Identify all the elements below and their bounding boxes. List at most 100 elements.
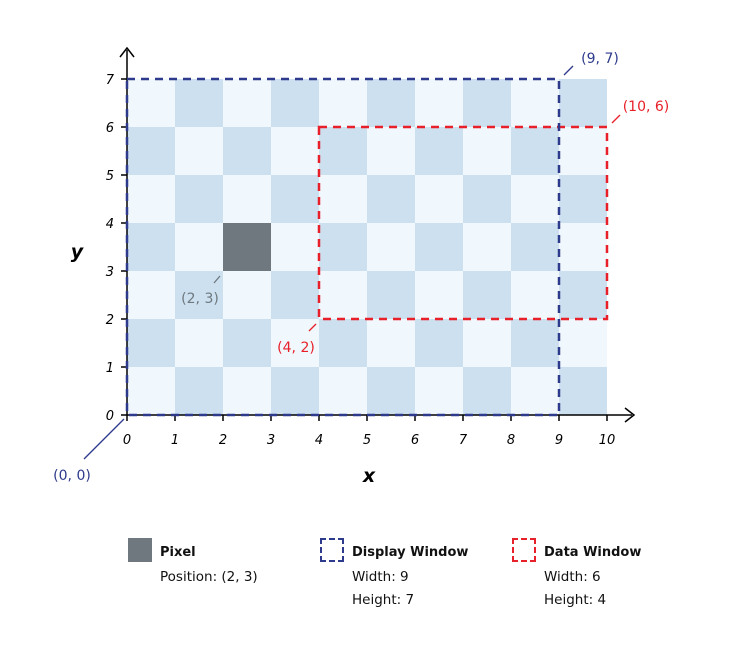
grid-cell [511,367,559,415]
grid-cell [175,271,223,319]
grid-cell [463,271,511,319]
grid-cell [319,127,367,175]
grid-cell [511,127,559,175]
y-tick-label: 6 [106,121,114,136]
grid-cell [271,127,319,175]
grid-cell [271,367,319,415]
grid-cell [223,127,271,175]
legend-display-window-height: Height: 7 [352,592,415,608]
grid-cell [127,319,175,367]
grid-cell [415,271,463,319]
grid-cell [223,175,271,223]
y-tick-label: 2 [106,313,114,328]
grid-cell [271,175,319,223]
display-window-rect [125,77,561,417]
grid-cell [127,127,175,175]
grid-cell [415,175,463,223]
grid-cell [415,223,463,271]
grid-cell [559,223,607,271]
grid-cell [127,367,175,415]
pixel-label: (2, 3) [181,291,219,307]
y-tick-label: 7 [106,73,115,88]
y-tick-label: 4 [106,217,114,232]
grid-cell [463,79,511,127]
grid-cell [511,223,559,271]
grid-cell [367,367,415,415]
grid-cell [559,367,607,415]
x-tick-label: 7 [459,433,468,448]
grid-cell [319,271,367,319]
data-min-label: (4, 2) [277,340,315,356]
legend-pixel-position: Position: (2, 3) [160,569,258,585]
grid-cell [415,127,463,175]
y-tick-label: 1 [106,361,114,376]
grid-cell [127,271,175,319]
grid-cell [415,319,463,367]
grid-cell [367,223,415,271]
grid-cell [415,79,463,127]
pixel-swatch [128,538,152,562]
grid-cell [319,367,367,415]
x-axis-arrow-icon [624,407,636,423]
legend-data-window-title: Data Window [544,545,642,560]
grid-cell [463,367,511,415]
y-tick-label: 0 [106,409,114,424]
x-tick-label: 1 [171,433,179,448]
legend-display-window-width: Width: 9 [352,569,409,585]
grid-cell [463,223,511,271]
display-max-leader [563,65,574,76]
grid-cell [559,175,607,223]
x-tick-label: 10 [599,433,616,448]
grid-cell [511,79,559,127]
grid-cell [175,127,223,175]
grid-cell [367,175,415,223]
grid-cell [511,271,559,319]
grid-cell [511,319,559,367]
grid-cell [367,79,415,127]
data-max-leader [611,114,621,124]
grid-cell [175,79,223,127]
grid-cell [127,79,175,127]
grid-cell [559,271,607,319]
x-tick-label: 4 [315,433,323,448]
grid-cell [271,79,319,127]
grid-cell [319,79,367,127]
legend-data-window-height: Height: 4 [544,592,607,608]
y-axis-arrow-icon [119,46,135,58]
x-tick-label: 9 [555,433,563,448]
grid-cell [223,79,271,127]
legend-display-window-title: Display Window [352,545,469,560]
legend-data-window-width: Width: 6 [544,569,601,585]
pixel-leader [213,275,221,284]
legend-pixel-title: Pixel [160,545,196,560]
data-window-swatch [512,538,536,562]
grid-cell [175,319,223,367]
grid-cell [319,319,367,367]
grid-cell [463,175,511,223]
grid-cell [127,175,175,223]
grid-cell [271,271,319,319]
grid-cell [271,319,319,367]
grid-cell [223,367,271,415]
grid-cell [559,319,607,367]
display-max-label: (9, 7) [581,51,619,67]
grid-cell [271,223,319,271]
grid-cell [319,223,367,271]
display-window-swatch [320,538,344,562]
display-min-leader [83,418,125,460]
y-axis-label: y [71,241,85,263]
x-tick-label: 3 [267,433,275,448]
x-tick-label: 6 [411,433,419,448]
grid-cell [367,319,415,367]
grid-cell [463,127,511,175]
highlighted-pixel [223,223,271,271]
grid-cell [175,175,223,223]
x-tick-label: 5 [363,433,371,448]
y-tick-label: 3 [106,265,114,280]
x-tick-label: 0 [123,433,131,448]
x-axis-label: x [362,465,376,487]
x-tick-label: 2 [219,433,227,448]
x-tick-label: 8 [507,433,515,448]
grid-cell [127,223,175,271]
